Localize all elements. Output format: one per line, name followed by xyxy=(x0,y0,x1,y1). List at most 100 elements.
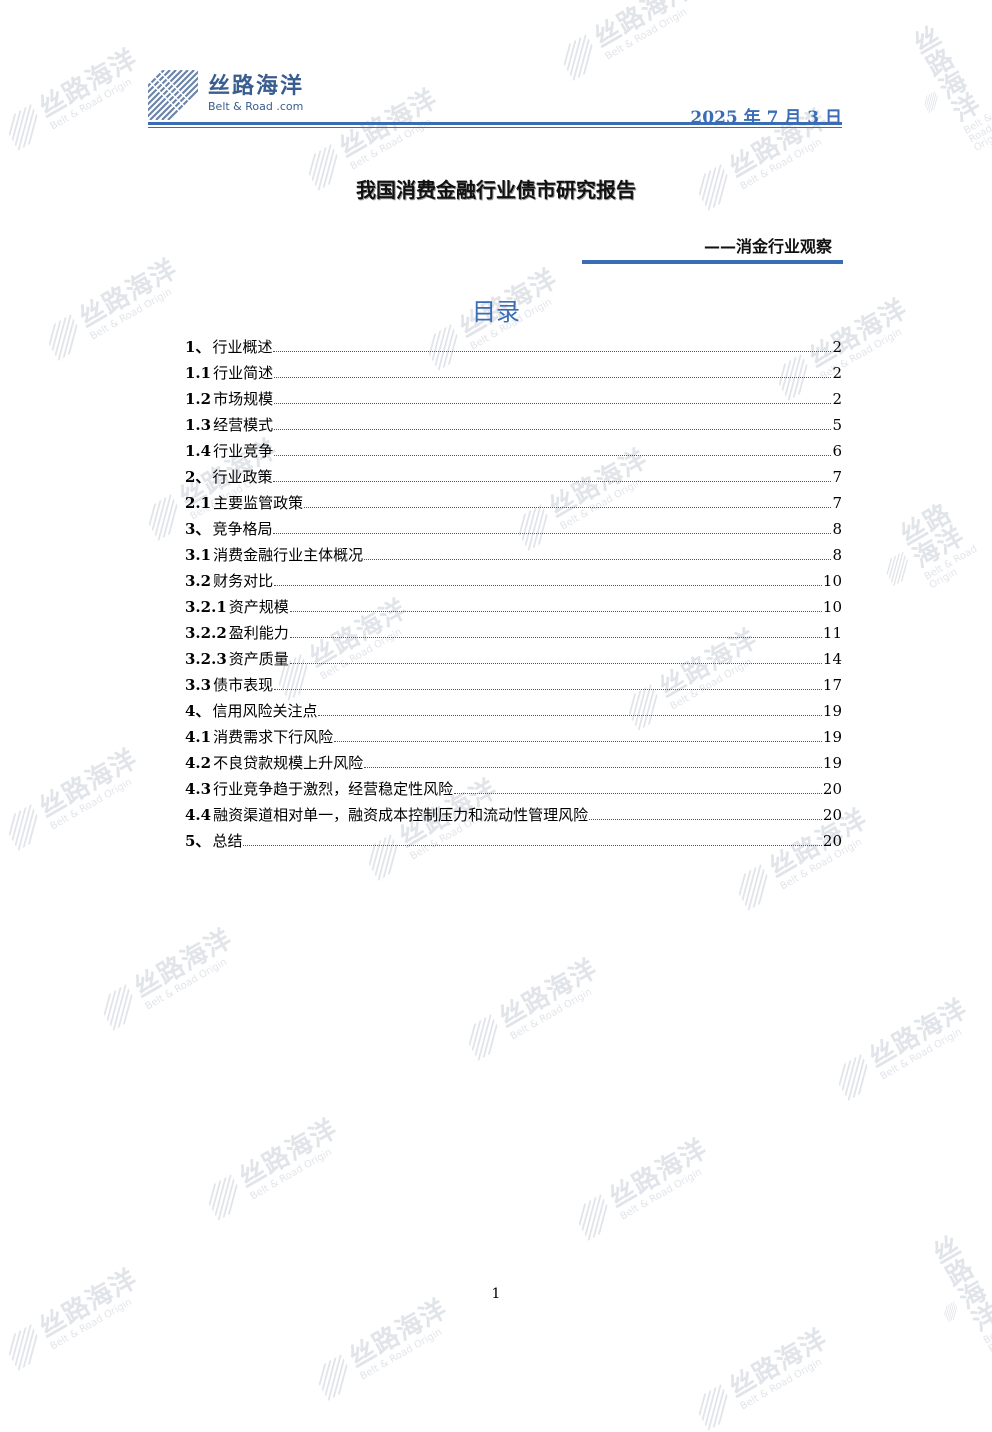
toc-dot-leader xyxy=(289,662,822,664)
toc-entry-page: 5 xyxy=(832,416,842,434)
watermark-text-cn: 丝路海洋 xyxy=(895,498,970,575)
toc-entry-number: 3.2.3 xyxy=(185,650,227,668)
toc-entry-number: 1、 xyxy=(185,338,211,356)
toc-entry-number: 3.1 xyxy=(185,546,212,564)
toc-entry-page: 19 xyxy=(822,754,842,772)
toc-entry-number: 1.1 xyxy=(185,364,212,382)
toc-entry[interactable]: 1、行业概述 2 xyxy=(185,336,842,362)
toc-dot-leader xyxy=(274,454,832,456)
watermark-logo-icon xyxy=(311,1354,353,1401)
watermark-text-cn: 丝路海洋 xyxy=(724,1323,833,1404)
toc-entry-label: 资产规模 xyxy=(228,598,289,616)
toc-entry-page: 20 xyxy=(822,780,842,798)
toc-dot-leader xyxy=(454,792,822,794)
toc-entry-label: 信用风险关注点 xyxy=(212,702,318,720)
toc-heading: 目录 xyxy=(472,298,520,326)
watermark-text-en: Belt & Road Origin xyxy=(618,1166,705,1223)
toc-entry-number: 3.2.1 xyxy=(185,598,227,616)
watermark-logo-icon xyxy=(571,1194,613,1241)
toc-dot-leader xyxy=(274,376,832,378)
toc-dot-leader xyxy=(364,766,822,768)
watermark-text-cn: 丝路海洋 xyxy=(234,1113,343,1194)
toc-entry-page: 11 xyxy=(822,624,842,642)
toc-entry-page: 2 xyxy=(832,338,842,356)
header-divider-thin xyxy=(148,127,842,128)
toc-entry-label: 行业竞争趋于激烈，经营稳定性风险 xyxy=(213,780,454,798)
watermark-logo-icon xyxy=(461,1014,503,1061)
toc-dot-leader xyxy=(273,480,832,482)
toc-entry-label: 消费金融行业主体概况 xyxy=(213,546,364,564)
watermark-text-en: Belt & Road Origin xyxy=(962,111,992,154)
toc-entry-number: 2、 xyxy=(185,468,211,486)
toc-dot-leader xyxy=(274,584,822,586)
toc-entry-label: 经营模式 xyxy=(213,416,274,434)
toc-entry-label: 融资渠道相对单一，融资成本控制压力和流动性管理风险 xyxy=(213,806,589,824)
toc-dot-leader xyxy=(289,610,822,612)
toc-entry-number: 1.4 xyxy=(185,442,212,460)
toc-dot-leader xyxy=(274,402,832,404)
toc-entry-number: 3.2 xyxy=(185,572,212,590)
watermark-text-cn: 丝路海洋 xyxy=(344,1293,453,1374)
toc-dot-leader xyxy=(273,350,832,352)
toc-entry-page: 8 xyxy=(832,546,842,564)
watermark-text-en: Belt & Road Origin xyxy=(603,6,690,63)
toc-entry-label: 行业概述 xyxy=(212,338,273,356)
watermark-text-en: Belt & Road Origin xyxy=(48,76,135,133)
watermark-text-cn: 丝路海洋 xyxy=(129,923,238,1004)
watermark-text-cn: 丝路海洋 xyxy=(589,0,698,54)
watermark-logo-icon xyxy=(731,864,773,911)
toc-entry-page: 6 xyxy=(832,442,842,460)
page-header: 丝路海洋 Belt & Road .com 2025 年 7 月 3 日 xyxy=(148,70,842,130)
watermark-logo-icon xyxy=(201,1174,243,1221)
watermark-logo-icon xyxy=(96,984,138,1031)
toc-entry-number: 4、 xyxy=(185,702,211,720)
toc-entry-number: 2.1 xyxy=(185,494,212,512)
toc-entry-page: 2 xyxy=(832,364,842,382)
toc-entry-label: 行业政策 xyxy=(212,468,273,486)
watermark-logo-icon xyxy=(691,1384,733,1431)
toc-dot-leader xyxy=(334,740,822,742)
toc-entry-number: 4.2 xyxy=(185,754,212,772)
toc-entry-label: 资产质量 xyxy=(228,650,289,668)
watermark-text-en: Belt & Road Origin xyxy=(358,1326,445,1383)
watermark-text-en: Belt & Road Origin xyxy=(738,1356,825,1413)
toc-entry-label: 财务对比 xyxy=(213,572,274,590)
toc-entry-page: 17 xyxy=(822,676,842,694)
toc-entry-number: 5、 xyxy=(185,832,211,850)
watermark-text-cn: 丝路海洋 xyxy=(604,1133,713,1214)
brand-logo: 丝路海洋 Belt & Road .com xyxy=(148,70,304,120)
toc-dot-leader xyxy=(304,506,832,508)
toc-entry-page: 10 xyxy=(822,572,842,590)
toc-entry-number: 4.3 xyxy=(185,780,212,798)
toc-entry-page: 20 xyxy=(822,832,842,850)
toc-dot-leader xyxy=(274,688,822,690)
watermark-text-cn: 丝路海洋 xyxy=(34,1263,143,1344)
